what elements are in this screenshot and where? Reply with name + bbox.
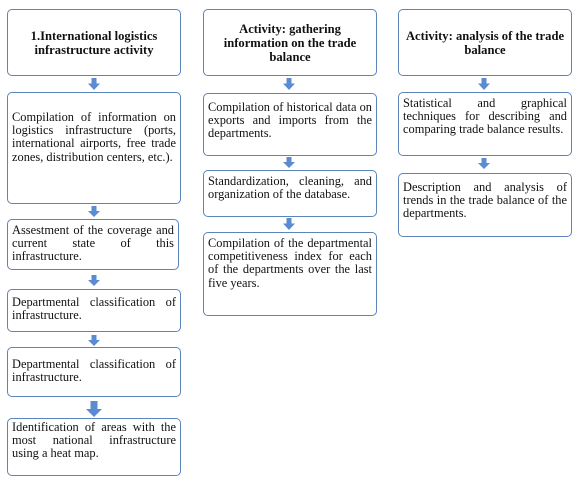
column-2-header: Activity: gathering information on the t… (203, 9, 377, 76)
column-3-step-2: Description and analysis of trends in th… (398, 173, 572, 237)
column-2-step-3-text: Compilation of the departmental competit… (208, 236, 372, 290)
column-1-step-4: Departmental classification of infrastru… (7, 347, 181, 397)
column-1-header-text: 1.International logistics infrastructure… (30, 28, 158, 57)
column-2-header-text: Activity: gathering information on the t… (223, 21, 357, 64)
column-1-step-3: Departmental classification of infrastru… (7, 289, 181, 332)
column-2-step-1: Compilation of historical data on export… (203, 93, 377, 156)
column-2-step-2-text: Standardization, cleaning, and organizat… (208, 174, 372, 202)
down-arrow-icon (86, 401, 102, 417)
down-arrow-icon (88, 206, 100, 217)
column-1-step-2-text: Assestment of the coverage and current s… (12, 223, 174, 264)
down-arrow-icon (88, 275, 100, 286)
column-1-header: 1.International logistics infrastructure… (7, 9, 181, 76)
column-3-step-1-text: Statistical and graphical techniques for… (403, 96, 567, 137)
column-2-step-2: Standardization, cleaning, and organizat… (203, 170, 377, 217)
down-arrow-icon (88, 335, 100, 346)
column-3-step-1: Statistical and graphical techniques for… (398, 92, 572, 156)
down-arrow-icon (283, 78, 295, 90)
column-1-step-1: Compilation of information on logistics … (7, 92, 181, 204)
down-arrow-icon (283, 218, 295, 230)
column-2-step-1-text: Compilation of historical data on export… (208, 100, 372, 141)
column-1-step-5: Identification of areas with the most na… (7, 418, 181, 476)
column-2-step-3: Compilation of the departmental competit… (203, 232, 377, 316)
column-3-header-text: Activity: analysis of the trade balance (405, 28, 565, 57)
column-1-step-2: Assestment of the coverage and current s… (7, 219, 179, 270)
down-arrow-icon (478, 158, 490, 169)
column-1-step-4-text: Departmental classification of infrastru… (12, 357, 176, 385)
column-1-step-1-text: Compilation of information on logistics … (12, 110, 176, 164)
column-1-step-5-text: Identification of areas with the most na… (12, 420, 176, 461)
column-3-step-2-text: Description and analysis of trends in th… (403, 180, 567, 221)
down-arrow-icon (283, 157, 295, 168)
down-arrow-icon (478, 78, 490, 90)
column-1-step-3-text: Departmental classification of infrastru… (12, 295, 176, 323)
column-3-header: Activity: analysis of the trade balance (398, 9, 572, 76)
down-arrow-icon (88, 78, 100, 90)
